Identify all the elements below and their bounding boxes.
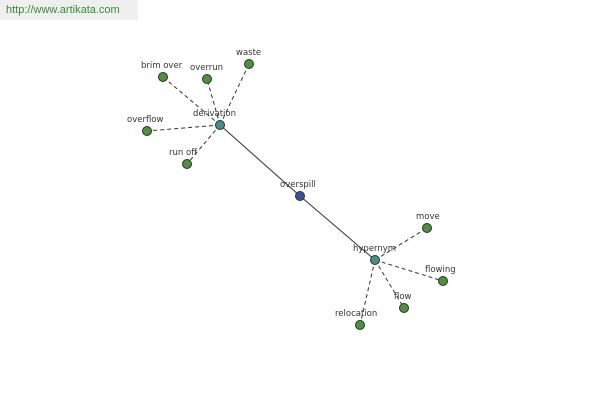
edge-hypernym-flow [374, 259, 405, 309]
label-hypernym[interactable]: hypernym [353, 244, 396, 254]
nodes-layer [142, 59, 448, 330]
labels-layer: overspill derivation brim over overrun waste… [127, 48, 456, 319]
node-waste[interactable] [244, 59, 254, 69]
node-relocation[interactable] [355, 320, 365, 330]
edge-overspill-hypernym [299, 195, 376, 261]
label-flowing[interactable]: flowing [425, 265, 456, 275]
label-brim-over[interactable]: brim over [141, 61, 183, 71]
edge-derivation-run-off [186, 124, 221, 165]
node-overrun[interactable] [202, 74, 212, 84]
node-derivation[interactable] [215, 120, 225, 130]
node-brim-over[interactable] [158, 72, 168, 82]
node-flow[interactable] [399, 303, 409, 313]
edge-derivation-brim-over [162, 76, 221, 126]
label-overspill[interactable]: overspill [280, 180, 316, 190]
node-run-off[interactable] [182, 159, 192, 169]
label-run-off[interactable]: run off [169, 148, 198, 158]
site-url-banner[interactable]: http://www.artikata.com [0, 0, 138, 20]
node-overflow[interactable] [142, 126, 152, 136]
node-hypernym[interactable] [370, 255, 380, 265]
edge-derivation-overflow [146, 124, 221, 132]
label-move[interactable]: move [416, 212, 440, 222]
node-move[interactable] [422, 223, 432, 233]
label-waste[interactable]: waste [236, 48, 261, 58]
node-flowing[interactable] [438, 276, 448, 286]
label-overrun[interactable]: overrun [190, 63, 223, 73]
label-derivation[interactable]: derivation [193, 109, 236, 119]
edge-hypernym-move [374, 227, 428, 261]
node-overspill[interactable] [295, 191, 305, 201]
edge-hypernym-flowing [374, 259, 444, 282]
label-flow[interactable]: flow [394, 292, 412, 302]
edge-overspill-derivation [219, 124, 301, 197]
edge-derivation-waste [219, 63, 250, 126]
label-relocation[interactable]: relocation [335, 309, 377, 319]
edges-layer [146, 63, 444, 326]
edge-derivation-overrun [206, 78, 221, 126]
label-overflow[interactable]: overflow [127, 115, 164, 125]
